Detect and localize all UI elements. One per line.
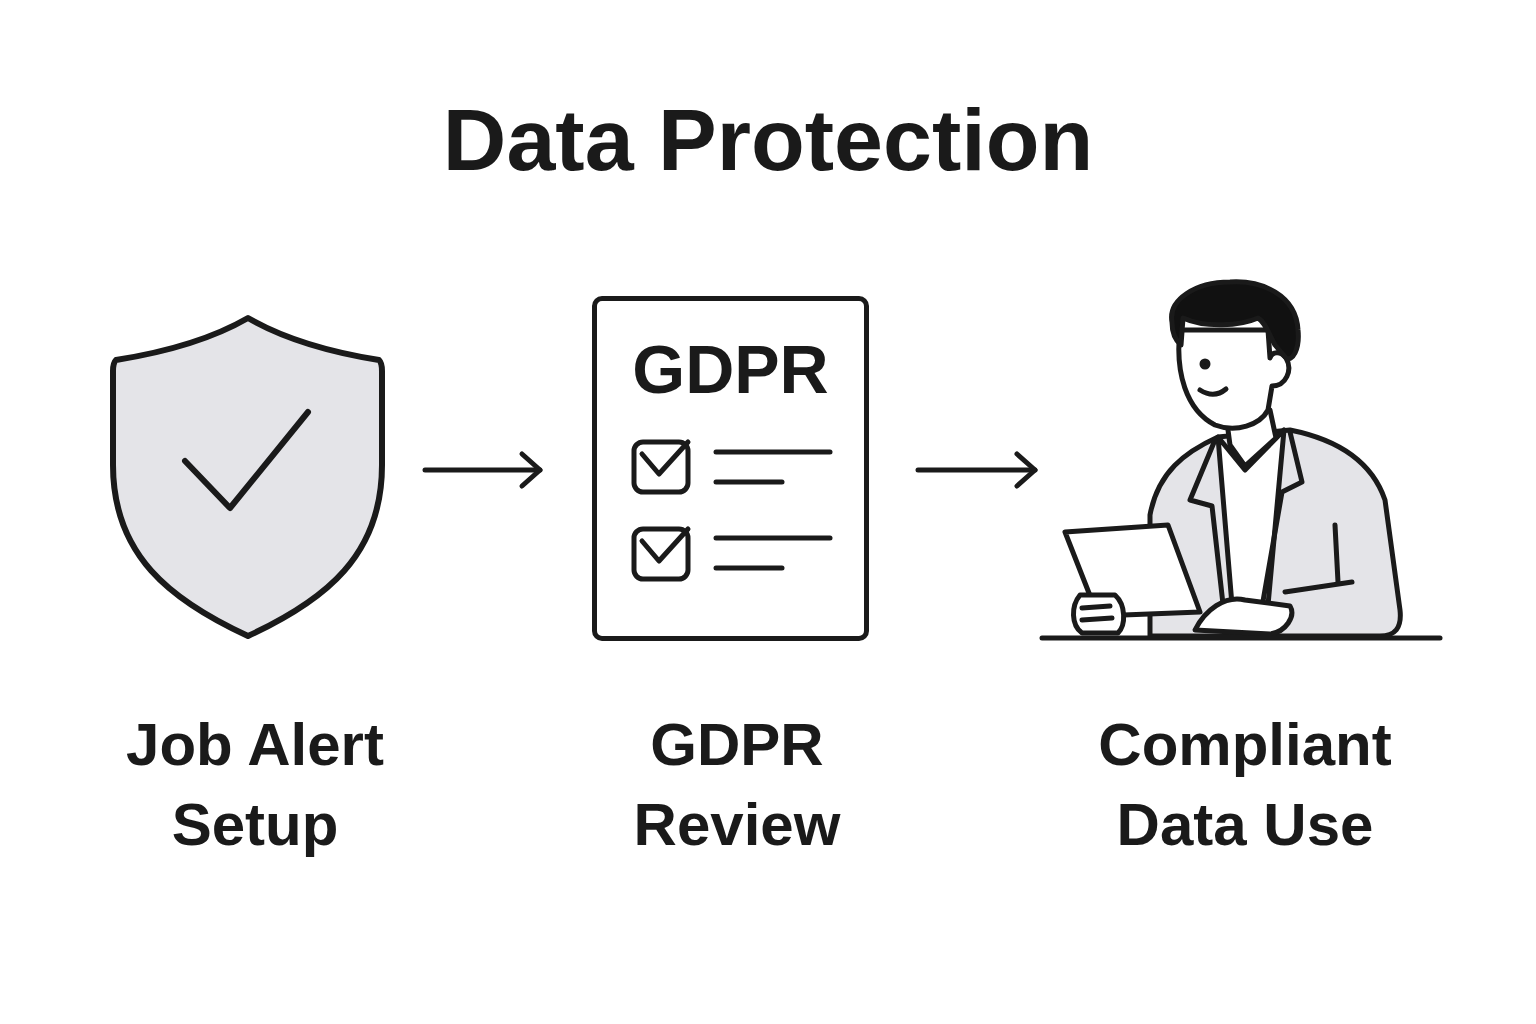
person-figure [1042, 282, 1440, 638]
box-heading: GDPR [597, 329, 864, 409]
text-line [716, 566, 782, 571]
hair [1172, 282, 1299, 359]
diagram-title: Data Protection [0, 90, 1536, 190]
text-line [716, 480, 782, 485]
flow-arrow [425, 468, 540, 473]
text-line [716, 450, 830, 455]
check-mark [642, 442, 688, 474]
shield-icon: Job Alert Setup [110, 315, 385, 640]
node-caption: Job Alert Setup [90, 705, 420, 865]
checkbox [634, 529, 688, 579]
shield-outline [110, 315, 385, 640]
left-hand [1073, 595, 1123, 633]
finger-lines [1082, 606, 1112, 620]
person-node: Compliant Data Use [1040, 280, 1440, 640]
check-mark [642, 529, 688, 561]
node-caption: GDPR Review [587, 705, 887, 865]
check-mark [185, 412, 308, 508]
node-caption: Compliant Data Use [1060, 705, 1430, 865]
right-hand [1195, 599, 1292, 634]
shield-shape [113, 318, 382, 636]
checklist [634, 442, 830, 579]
text-line [716, 536, 830, 541]
flow-arrow [918, 468, 1035, 473]
smile [1200, 389, 1226, 394]
arm-line [1285, 582, 1352, 592]
checkbox [634, 442, 688, 492]
sleeve-line [1335, 525, 1338, 582]
document-box: GDPRGDPR Review [592, 296, 869, 641]
eye [1202, 361, 1208, 367]
desk-line [1042, 636, 1440, 641]
